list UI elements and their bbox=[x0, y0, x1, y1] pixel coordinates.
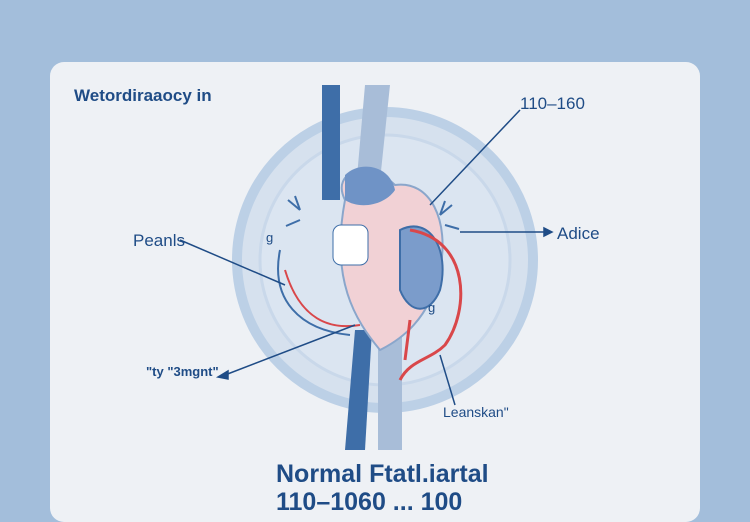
artery-red bbox=[398, 228, 463, 381]
header-label: Wetordiraaocy in bbox=[74, 86, 212, 105]
branch-left bbox=[285, 195, 301, 227]
diagram-subtitle: 110–1060 ... 100 bbox=[276, 488, 463, 516]
range-label: 110–160 bbox=[520, 94, 585, 113]
heart-right-chamber bbox=[399, 225, 444, 310]
bottom-left-label: "ty "3mgnt" bbox=[146, 364, 219, 379]
aorta-vessel-dark bbox=[322, 85, 340, 200]
diagram-title: Normal Ftatl.iartal bbox=[276, 460, 489, 488]
valve-icon bbox=[332, 224, 369, 266]
small-g-left: g bbox=[266, 230, 274, 245]
branch-right bbox=[439, 200, 460, 230]
left-label: Peanls bbox=[133, 231, 185, 250]
artery-red-branch bbox=[403, 319, 412, 361]
small-g-right: g bbox=[428, 300, 436, 315]
heart-illustration bbox=[179, 85, 554, 450]
bottom-right-label: Leanskan" bbox=[443, 404, 509, 420]
lower-vessel-light bbox=[378, 330, 402, 450]
heart-left-atrium bbox=[345, 166, 395, 206]
lower-vessel-dark bbox=[345, 330, 372, 450]
right-label: Adice bbox=[557, 224, 600, 243]
callout-lines bbox=[179, 109, 554, 406]
